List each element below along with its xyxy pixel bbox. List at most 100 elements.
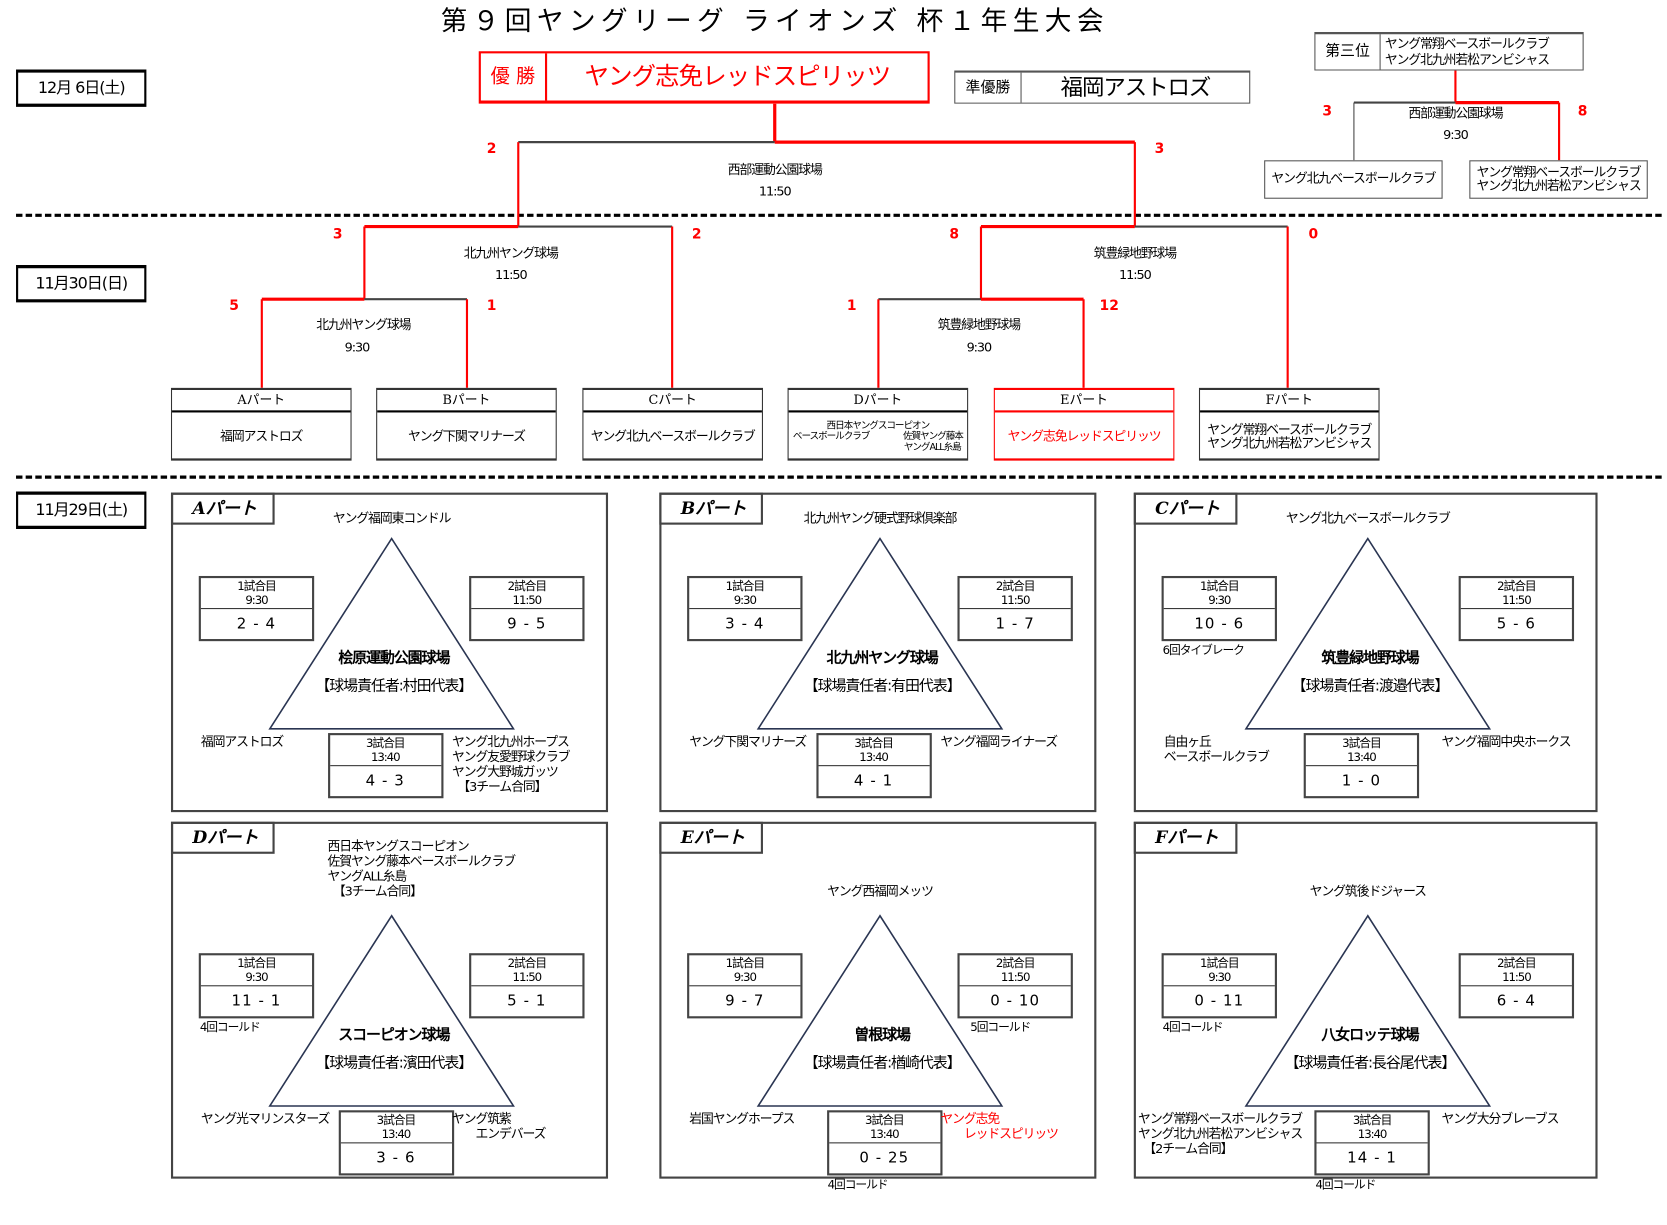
team-name: ベースボールクラブ xyxy=(1163,749,1270,765)
top-team: 西日本ヤングスコーピオン佐賀ヤング藤本ベースボールクラブヤングALL糸島 【3チ… xyxy=(327,839,517,899)
group-box: Bパート北九州ヤング硬式野球倶楽部北九州ヤング球場【球場責任者:有田代表】1試合… xyxy=(659,492,1097,813)
team-name: ヤング北九州若松アンビシャス xyxy=(1207,435,1372,451)
game-time: 13:40 xyxy=(1347,750,1377,765)
game-time: 13:40 xyxy=(370,750,401,765)
game-note: 5回コールド xyxy=(970,1020,1031,1035)
venue-name: スコーピオン球場 xyxy=(338,1026,450,1045)
game-label: 2試合目 xyxy=(1497,956,1537,971)
game-label: 3試合目 xyxy=(1352,1113,1393,1128)
team-name: ヤング北九州若松アンビシャス xyxy=(1138,1126,1303,1142)
third-score-right: 8 xyxy=(1577,103,1588,120)
final-venue: 西部運動公園球場 xyxy=(727,162,823,178)
team-name: ヤング北九ベースボールクラブ xyxy=(590,428,756,444)
runner-up-label: 準優勝 xyxy=(955,72,1022,103)
game-time: 13:40 xyxy=(1357,1127,1388,1142)
team-name: ヤング大野城ガッツ xyxy=(452,764,559,780)
game-score: 9 - 5 xyxy=(507,615,547,633)
team-name: 福岡アストロズ xyxy=(220,428,303,444)
champion-label: 優 勝 xyxy=(481,53,548,101)
top-team: ヤング西福岡メッツ xyxy=(827,883,934,899)
team-row: ベースボールクラブ佐賀ヤング藤本 xyxy=(789,431,967,442)
left-team: ヤング光マリンスターズ xyxy=(200,1111,330,1127)
game-note: 6回タイブレーク xyxy=(1162,643,1245,658)
game-time: 11:50 xyxy=(1502,970,1532,985)
game-label: 2試合目 xyxy=(1497,579,1537,594)
game-score: 1 - 0 xyxy=(1341,772,1382,790)
part-box: Aパート福岡アストロズ xyxy=(170,387,352,461)
team-name: 佐賀ヤング藤本 xyxy=(902,431,964,442)
game-time: 11:50 xyxy=(512,970,543,985)
third-place-team: ヤング北九州若松アンビシャス xyxy=(1384,52,1550,68)
group-tab: Eパート xyxy=(659,821,763,854)
runner-up-box: 準優勝 福岡アストロズ xyxy=(954,70,1251,104)
game-time: 9:30 xyxy=(733,970,757,985)
third-match-team-left: ヤング北九ベースボールクラブ xyxy=(1264,160,1443,199)
third-match-venue: 西部運動公園球場 xyxy=(1408,105,1503,121)
part-team: ヤング北九ベースボールクラブ xyxy=(583,412,761,460)
game-time: 11:50 xyxy=(512,593,543,607)
left-team: 福岡アストロズ xyxy=(200,734,284,750)
game-score: 0 - 11 xyxy=(1194,992,1245,1010)
top-team: ヤング福岡東コンドル xyxy=(333,511,452,526)
date-knockout-day: 11月30日(日) xyxy=(16,265,147,303)
game-note: 4回コールド xyxy=(827,1177,889,1192)
champion-team: ヤング志免レッドスピリッツ xyxy=(584,63,892,91)
semi-time: 11:50 xyxy=(1119,267,1152,283)
game-score: 9 - 7 xyxy=(725,992,765,1010)
team-name: ヤングALL糸島 xyxy=(327,868,408,884)
semi-score: 8 xyxy=(949,226,960,243)
third-match-time: 9:30 xyxy=(1443,127,1469,143)
game-score: 4 - 3 xyxy=(365,772,405,790)
right-team: ヤング福岡中央ホークス xyxy=(1442,734,1572,749)
group-tab: Dパート xyxy=(170,821,275,854)
left-team: 自由ヶ丘ベースボールクラブ xyxy=(1163,734,1270,765)
team-name: ヤング光マリンスターズ xyxy=(200,1111,330,1127)
date-final-day: 12月 6日(土) xyxy=(16,69,147,107)
team-name: ヤングALL糸島 xyxy=(903,441,962,453)
venue-manager: 【球場責任者:有田代表】 xyxy=(803,677,962,695)
team-name: ヤング西福岡メッツ xyxy=(827,883,934,899)
triangle-shape xyxy=(1244,537,1492,730)
game-note: 4回コールド xyxy=(1315,1177,1376,1192)
quarter-score: 5 xyxy=(229,298,239,315)
final-score-right: 3 xyxy=(1154,141,1165,158)
part-header: Cパート xyxy=(583,390,762,413)
game-note: 4回コールド xyxy=(199,1020,261,1035)
game-label: 1試合目 xyxy=(725,579,766,594)
right-team: ヤング福岡ライナーズ xyxy=(940,734,1058,749)
game-score: 3 - 4 xyxy=(725,615,765,633)
semi-time: 11:50 xyxy=(494,267,528,283)
third-place-box: 第三位 ヤング常翔ベースボールクラブ ヤング北九州若松アンビシャス xyxy=(1314,32,1584,71)
venue-name: 八女ロッテ球場 xyxy=(1321,1026,1419,1045)
part-box: Cパートヤング北九ベースボールクラブ xyxy=(582,387,763,461)
game-time: 11:50 xyxy=(1502,593,1532,607)
triangle-diagram xyxy=(1244,537,1492,730)
team-name: ヤング常翔ベースボールクラブ xyxy=(1476,164,1642,180)
triangle-shape xyxy=(268,537,515,730)
team-name: ヤング北九州若松アンビシャス xyxy=(1476,178,1642,194)
part-header: Eパート xyxy=(994,390,1174,413)
game-time: 11:50 xyxy=(1000,970,1031,985)
game-time: 9:30 xyxy=(1208,593,1231,607)
game-time: 9:30 xyxy=(245,970,268,985)
team-name: ヤング筑紫 xyxy=(452,1111,512,1127)
game-score: 10 - 6 xyxy=(1194,615,1245,633)
third-place-team: ヤング常翔ベースボールクラブ xyxy=(1384,36,1550,52)
runner-up-team: 福岡アストロズ xyxy=(1060,74,1212,101)
team-name: 福岡アストロズ xyxy=(200,734,284,750)
semi-venue: 筑豊緑地野球場 xyxy=(1093,245,1177,261)
team-name: エンデバーズ xyxy=(452,1126,547,1142)
team-name: ヤング大分ブレーブス xyxy=(1441,1111,1560,1127)
semi-score: 0 xyxy=(1308,226,1319,243)
game-label: 2試合目 xyxy=(995,579,1036,594)
